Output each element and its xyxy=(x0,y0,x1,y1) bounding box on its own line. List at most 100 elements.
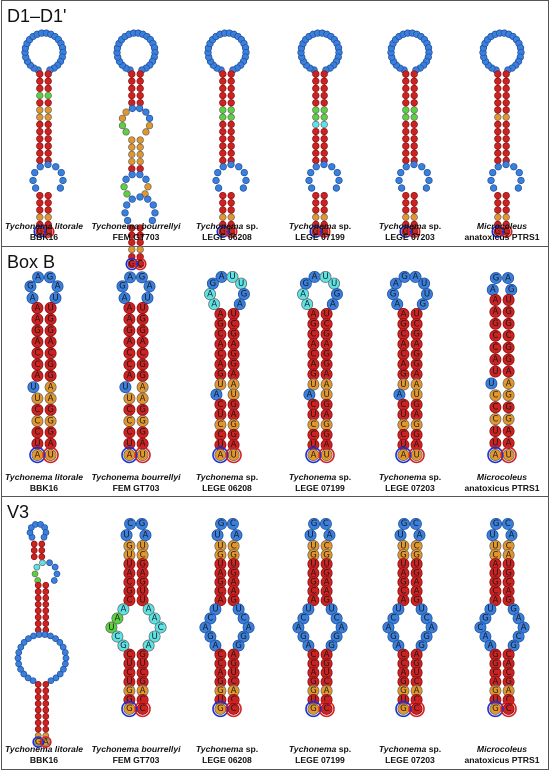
stem-nucleotide xyxy=(320,149,328,157)
loop-nucleotide xyxy=(122,175,130,183)
stem-nucleotide: A xyxy=(410,338,423,351)
terminal-ring-blue xyxy=(487,446,504,464)
stem-nucleotide: U xyxy=(214,408,227,421)
stem-nucleotide: A xyxy=(209,639,222,652)
svg-text:C: C xyxy=(492,415,498,425)
loop-nucleotide: G xyxy=(206,277,219,290)
loop-nucleotide xyxy=(33,563,41,571)
svg-text:A: A xyxy=(126,303,132,313)
stem-nucleotide: U xyxy=(136,302,149,314)
caption-species: Tychonema bourrellyi xyxy=(92,472,182,482)
stem-nucleotide xyxy=(410,199,418,207)
species-name: Tychonema xyxy=(379,744,427,754)
stem-nucleotide: C xyxy=(502,540,515,552)
svg-text:C: C xyxy=(324,319,330,329)
stem-nucleotide: G xyxy=(117,639,130,652)
svg-text:C: C xyxy=(503,227,509,237)
stem-nucleotide: U xyxy=(320,308,333,320)
stem-nucleotide: A xyxy=(214,594,227,607)
stem-nucleotide: G xyxy=(320,328,333,341)
loop-nucleotide xyxy=(118,114,127,123)
terminal-ring-red xyxy=(39,736,52,748)
stem-nucleotide: U xyxy=(320,558,333,571)
terminal-nucleotide-left: G xyxy=(35,227,45,237)
terminal-ring-red xyxy=(42,446,59,464)
stem-nucleotide: U xyxy=(123,675,136,688)
stem-nucleotide: U xyxy=(410,308,423,320)
loop-nucleotide: A xyxy=(502,272,515,285)
loop-nucleotide xyxy=(121,209,129,217)
svg-text:G: G xyxy=(492,704,499,714)
stem-nucleotide xyxy=(312,213,320,221)
svg-text:C: C xyxy=(321,227,327,237)
stem-nucleotide xyxy=(219,127,227,136)
loop-nucleotide xyxy=(402,163,410,171)
svg-text:C: C xyxy=(492,331,498,341)
stem-nucleotide: G xyxy=(320,428,333,441)
stem-nucleotide xyxy=(136,245,144,254)
svg-text:A: A xyxy=(48,337,54,347)
loop-nucleotide xyxy=(307,184,316,192)
stem-nucleotide: G xyxy=(397,368,410,381)
stem-nucleotide xyxy=(312,84,320,93)
stem-nucleotide: C xyxy=(410,318,423,331)
loop-nucleotide xyxy=(144,183,152,191)
loop-nucleotide: G xyxy=(505,283,518,296)
stem-nucleotide: G xyxy=(227,657,240,670)
terminal-ring-blue xyxy=(395,700,412,718)
stem-nucleotide: C xyxy=(420,612,433,625)
stem-nucleotide: G xyxy=(44,313,57,326)
species-suffix: sp. xyxy=(426,472,441,482)
stem-nucleotide: A xyxy=(320,378,333,391)
stem-nucleotide xyxy=(227,191,235,200)
stem-nucleotide: C xyxy=(489,413,502,426)
stem-nucleotide xyxy=(36,91,44,100)
svg-text:U: U xyxy=(52,293,58,303)
svg-text:U: U xyxy=(421,279,427,289)
loop-nucleotide xyxy=(123,201,131,209)
svg-text:C: C xyxy=(158,623,164,633)
stem-nucleotide: G xyxy=(397,318,410,331)
stem-nucleotide: C xyxy=(123,415,136,428)
stem-nucleotide xyxy=(320,206,328,214)
svg-text:A: A xyxy=(48,382,54,392)
stem-nucleotide xyxy=(402,199,410,207)
stem-nucleotide xyxy=(136,224,144,232)
caption-strain: anatoxicus PTRS1 xyxy=(465,755,540,765)
loop-nucleotide xyxy=(128,170,136,179)
stem-nucleotide: G xyxy=(330,630,343,643)
svg-text:C: C xyxy=(505,519,511,529)
stem-nucleotide xyxy=(410,113,418,121)
loop-nucleotide: G xyxy=(24,280,37,293)
caption-strain: anatoxicus PTRS1 xyxy=(465,232,540,242)
stem-nucleotide: C xyxy=(123,594,136,607)
svg-text:C: C xyxy=(310,329,316,339)
stem-nucleotide xyxy=(36,199,44,207)
stem-nucleotide: G xyxy=(502,401,515,414)
loop-nucleotide xyxy=(142,108,150,116)
stem-nucleotide xyxy=(128,224,136,232)
stem-nucleotide: C xyxy=(31,426,44,439)
svg-text:U: U xyxy=(230,309,236,319)
stem-nucleotide: A xyxy=(307,358,320,371)
svg-text:U: U xyxy=(424,289,430,299)
stem-nucleotide: C xyxy=(307,328,320,341)
svg-text:A: A xyxy=(324,410,330,420)
loop-nucleotide xyxy=(41,631,49,638)
stem-nucleotide xyxy=(219,91,227,100)
stem-nucleotide: C xyxy=(123,358,136,371)
terminal-nucleotide-left: A xyxy=(489,449,502,461)
svg-text:A: A xyxy=(217,309,223,319)
svg-text:G: G xyxy=(413,430,420,440)
svg-text:G: G xyxy=(217,370,224,380)
stem-nucleotide: G xyxy=(320,348,333,361)
stem-nucleotide: C xyxy=(489,329,502,342)
loop-nucleotide: G xyxy=(299,277,312,290)
svg-text:A: A xyxy=(492,355,498,365)
stem-nucleotide: A xyxy=(502,377,515,390)
stem-nucleotide: A xyxy=(214,308,227,320)
caption-species: Microcoleus xyxy=(477,472,527,482)
stem-nucleotide: G xyxy=(507,639,520,652)
svg-text:A: A xyxy=(306,390,312,400)
